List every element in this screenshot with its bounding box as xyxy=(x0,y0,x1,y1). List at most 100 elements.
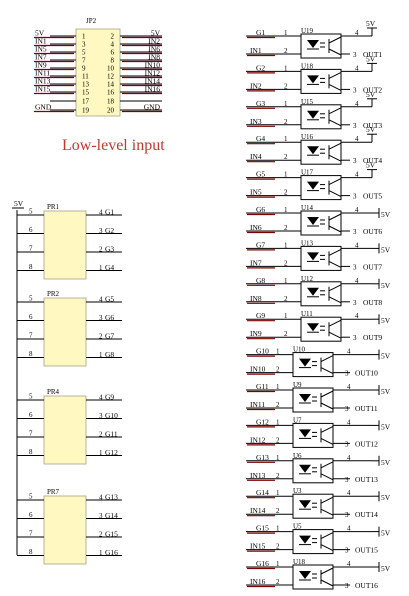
opto-led-icon xyxy=(299,500,311,509)
opto-g-net-label: G9 xyxy=(256,311,265,320)
opto-out-net-label: OUT5 xyxy=(363,192,382,201)
opto-transistor-emitter xyxy=(320,473,334,481)
resistor-array-right-pin: 3 xyxy=(99,314,103,322)
opto-body xyxy=(292,422,334,448)
opto-pin-2-number: 2 xyxy=(284,259,288,267)
opto-pin-1-number: 1 xyxy=(276,418,280,426)
header-net-left-label: IN7 xyxy=(35,53,47,62)
opto-pin-1-number: 1 xyxy=(284,100,288,108)
opto-out-net-label: OUT9 xyxy=(363,333,382,342)
resistor-array-right-pin: 4 xyxy=(99,296,103,304)
opto-pin-1-number: 1 xyxy=(284,29,288,37)
opto-pin-4-number: 4 xyxy=(355,100,359,108)
opto-transistor-collector xyxy=(320,390,334,398)
opto-transistor-emitter xyxy=(320,508,334,516)
opto-ref-label: U3 xyxy=(293,487,302,495)
resistor-array-net-label: G12 xyxy=(105,448,118,457)
opto-led-icon xyxy=(307,181,319,190)
header-pin-left-number: 9 xyxy=(82,65,86,73)
opto-pin-3-number: 3 xyxy=(353,86,357,94)
opto-transistor-collector xyxy=(328,71,342,79)
opto-ref-label: U10 xyxy=(293,346,306,354)
opto-pin-4-number: 4 xyxy=(355,64,359,72)
opto-ref-label: U7 xyxy=(293,416,302,424)
opto-pin-4-number: 4 xyxy=(347,348,351,356)
opto-in-net-label: IN5 xyxy=(250,188,262,197)
opto-pin-2-number: 2 xyxy=(284,82,288,90)
resistor-array-left-pin: 7 xyxy=(29,430,33,438)
opto-g-net-label: G12 xyxy=(256,417,269,426)
opto-vcc-label: 5V xyxy=(381,458,391,467)
opto-vcc-label: 5V xyxy=(366,54,376,63)
opto-vcc-label: 5V xyxy=(381,316,391,325)
opto-g-net-label: G2 xyxy=(256,63,265,72)
resistor-array-net-label: G1 xyxy=(105,208,114,217)
opto-g-net-label: G16 xyxy=(256,559,269,568)
opto-pin-2-number: 2 xyxy=(276,507,280,515)
header-net-right-label: 5V xyxy=(151,29,161,38)
opto-pin-3-number: 3 xyxy=(345,511,349,519)
opto-ref-label: U16 xyxy=(301,133,314,141)
header-pin-right-number: 4 xyxy=(111,41,115,49)
header-net-right-label: IN2 xyxy=(148,37,160,46)
resistor-array-right-pin: 3 xyxy=(99,412,103,420)
opto-pin-4-number: 4 xyxy=(355,312,359,320)
resistor-array-left-pin: 5 xyxy=(29,493,33,501)
header-pin-left-number: 7 xyxy=(82,57,86,65)
opto-in-net-label: IN14 xyxy=(250,506,266,515)
header-net-left-label: IN9 xyxy=(35,61,47,70)
opto-vcc-label: 5V xyxy=(366,125,376,134)
resistor-array-body xyxy=(43,297,87,367)
opto-transistor-collector xyxy=(328,36,342,44)
opto-transistor-collector xyxy=(328,248,342,256)
resistor-array-left-pin: 6 xyxy=(29,313,33,321)
opto-led-icon xyxy=(307,110,319,119)
opto-pin-3-number: 3 xyxy=(353,51,357,59)
opto-led-icon xyxy=(307,40,319,48)
resistor-array-net-label: G4 xyxy=(105,263,114,272)
resistor-array-right-pin: 4 xyxy=(99,209,103,217)
opto-led-icon xyxy=(307,75,319,84)
opto-out-net-label: OUT7 xyxy=(363,262,382,271)
opto-g-net-label: G5 xyxy=(256,170,265,179)
opto-pin-4-number: 4 xyxy=(347,489,351,497)
opto-body xyxy=(292,564,334,590)
resistor-array-right-pin: 2 xyxy=(99,246,103,254)
opto-out-net-label: OUT1 xyxy=(363,50,382,59)
opto-ref-label: U11 xyxy=(301,310,313,318)
opto-body xyxy=(300,33,342,59)
resistor-array-left-pin: 6 xyxy=(29,226,33,234)
opto-transistor-collector xyxy=(320,532,334,540)
opto-transistor-emitter xyxy=(328,154,342,162)
opto-out-net-label: OUT8 xyxy=(363,298,382,307)
opto-pin-2-number: 2 xyxy=(284,189,288,197)
opto-led-icon xyxy=(299,429,311,438)
opto-pin-3-number: 3 xyxy=(353,299,357,307)
opto-out-net-label: OUT13 xyxy=(355,475,378,484)
resistor-array-ref: PR4 xyxy=(47,388,60,396)
opto-pin-2-number: 2 xyxy=(284,47,288,55)
resistor-array-right-pin: 2 xyxy=(99,531,103,539)
opto-ref-label: U5 xyxy=(293,523,302,531)
opto-out-net-label: OUT10 xyxy=(355,369,378,378)
resistor-array-net-label: G6 xyxy=(105,313,114,322)
resistor-array-left-pin: 8 xyxy=(29,548,33,556)
opto-pin-3-number: 3 xyxy=(345,582,349,590)
opto-pin-2-number: 2 xyxy=(276,436,280,444)
opto-vcc-label: 5V xyxy=(381,564,391,573)
opto-g-net-label: G15 xyxy=(256,524,269,533)
opto-pin-3-number: 3 xyxy=(353,334,357,342)
header-pin-left-number: 5 xyxy=(82,49,86,57)
opto-body xyxy=(292,352,334,378)
opto-pin-4-number: 4 xyxy=(355,241,359,249)
opto-body xyxy=(300,210,342,236)
opto-ref-label: U6 xyxy=(293,452,302,460)
opto-in-net-label: IN15 xyxy=(250,542,266,551)
opto-transistor-emitter xyxy=(320,402,334,410)
resistor-array-net-label: G13 xyxy=(105,493,118,502)
resistor-array-left-pin: 8 xyxy=(29,350,33,358)
opto-pin-2-number: 2 xyxy=(276,401,280,409)
opto-g-net-label: G7 xyxy=(256,240,265,249)
opto-pin-3-number: 3 xyxy=(345,476,349,484)
